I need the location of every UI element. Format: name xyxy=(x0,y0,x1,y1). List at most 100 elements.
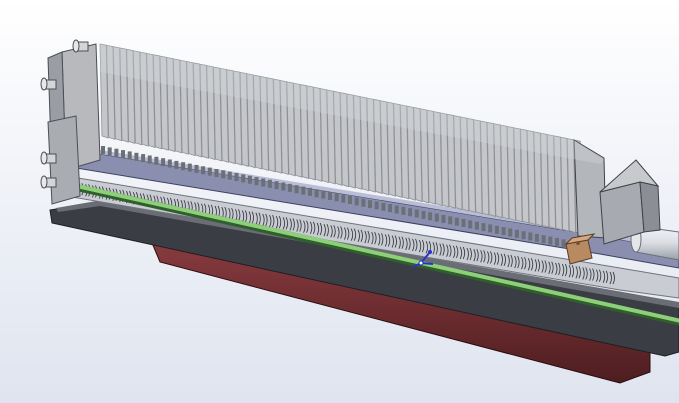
coordinate-triad-icon xyxy=(412,250,434,268)
filter-plate xyxy=(560,136,570,248)
drain-clip xyxy=(405,237,411,251)
drain-clip xyxy=(384,234,391,247)
drain-clip xyxy=(446,244,452,257)
drain-clip xyxy=(459,246,466,260)
filter-plate xyxy=(393,103,403,214)
filter-plate xyxy=(540,132,550,244)
filter-plate xyxy=(119,47,129,159)
valve-block[interactable] xyxy=(564,233,596,265)
filter-plate xyxy=(493,123,503,234)
filter-plate xyxy=(506,125,516,237)
drain-clip xyxy=(378,233,384,246)
filter-plate xyxy=(219,67,229,179)
filter-plate xyxy=(400,104,410,215)
collection-pipe-highlight xyxy=(50,178,679,323)
drain-clip xyxy=(275,215,282,229)
drain-clip xyxy=(337,226,343,239)
filter-plate xyxy=(126,48,136,160)
filter-plate xyxy=(326,89,336,200)
drain-clip xyxy=(595,269,602,282)
filter-plate xyxy=(213,66,223,177)
filter-plate xyxy=(520,128,530,240)
drain-clip xyxy=(589,268,595,281)
filter-plate xyxy=(299,84,309,195)
drain-clip xyxy=(521,256,527,270)
drain-clip xyxy=(296,219,302,232)
drain-clip xyxy=(568,264,575,278)
filter-plate xyxy=(533,131,543,242)
filter-plate-pack[interactable] xyxy=(99,43,607,250)
drain-clip xyxy=(555,262,561,276)
drain-clip xyxy=(466,247,472,261)
filter-plate xyxy=(313,86,323,198)
filter-plate xyxy=(359,96,369,207)
inlet-flange-bottom[interactable] xyxy=(40,175,57,189)
drain-clip xyxy=(493,252,500,265)
filter-plate xyxy=(353,94,363,206)
filter-plate xyxy=(206,65,216,176)
filter-plate xyxy=(546,134,556,245)
filter-plate xyxy=(446,113,456,225)
drain-clip xyxy=(412,238,418,252)
filter-plate xyxy=(139,51,149,163)
drain-clip xyxy=(541,260,547,273)
filter-plate xyxy=(413,107,423,218)
filter-plate xyxy=(426,109,436,221)
filter-plate xyxy=(460,116,470,227)
filter-plate xyxy=(333,90,343,202)
filter-plate xyxy=(159,55,169,167)
filter-plate xyxy=(199,63,209,175)
drain-clip xyxy=(371,231,377,245)
filter-plate xyxy=(112,46,122,157)
drain-clip xyxy=(487,251,493,264)
filter-plate xyxy=(480,120,490,232)
filter-plate xyxy=(466,117,476,229)
drain-clip xyxy=(350,228,357,241)
inlet-flange-middle[interactable] xyxy=(40,77,57,91)
drain-clip xyxy=(473,249,479,262)
filter-plate xyxy=(319,88,329,199)
filter-plate xyxy=(339,92,349,203)
filter-plate xyxy=(500,124,510,236)
drain-clip xyxy=(575,266,581,279)
drain-clip xyxy=(391,235,398,248)
filter-plate xyxy=(99,43,109,154)
filter-plate xyxy=(152,54,163,165)
filter-plate xyxy=(226,69,236,180)
drain-clip xyxy=(418,239,425,253)
filter-plate xyxy=(473,119,483,230)
inlet-flange-top[interactable] xyxy=(72,39,89,53)
drain-clip xyxy=(514,255,520,269)
filter-plate xyxy=(453,115,463,226)
filter-plate xyxy=(266,77,276,188)
filter-plate xyxy=(486,121,496,233)
drain-clip xyxy=(316,222,323,236)
drain-clip xyxy=(255,212,261,225)
drain-clip xyxy=(398,236,404,249)
filter-plate xyxy=(306,85,316,196)
drain-clip xyxy=(269,214,275,228)
drain-clip xyxy=(357,229,363,243)
filter-plate xyxy=(293,82,303,194)
filter-plate xyxy=(440,112,450,223)
drain-clip xyxy=(548,261,554,274)
filter-plate xyxy=(132,50,142,161)
filter-plate xyxy=(146,52,156,164)
drain-clip xyxy=(527,258,534,271)
filter-plate xyxy=(253,74,263,186)
drain-clip xyxy=(309,221,316,235)
inlet-flange-lower[interactable] xyxy=(40,151,57,165)
drain-clip xyxy=(452,245,459,258)
filter-plate xyxy=(526,130,536,241)
filter-plate xyxy=(433,111,443,222)
drain-clip xyxy=(289,218,295,231)
filter-plate xyxy=(420,108,430,219)
drain-clip xyxy=(500,253,506,266)
drain-clip xyxy=(609,271,615,285)
filter-plate xyxy=(166,57,176,168)
filter-plate xyxy=(239,71,249,183)
filter-plate xyxy=(553,135,563,246)
drain-clip xyxy=(323,223,329,237)
